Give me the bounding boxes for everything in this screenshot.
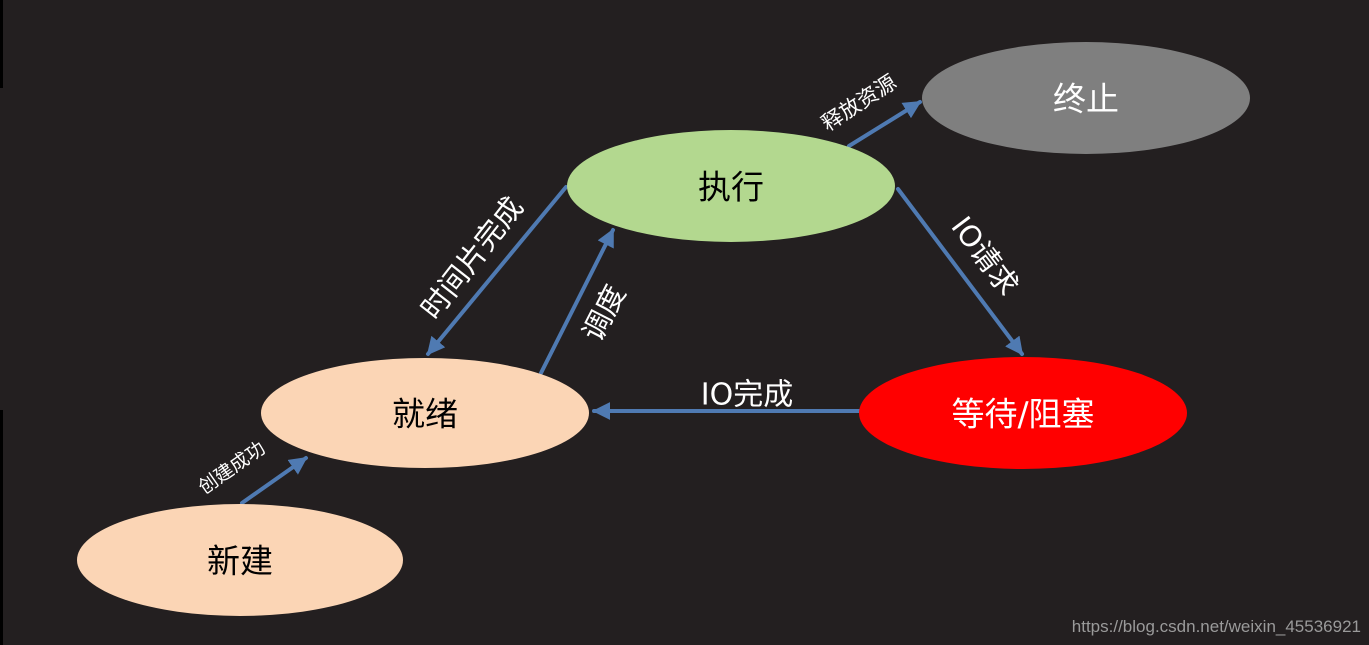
node-new-shape [77,504,403,616]
arrows [240,100,1024,505]
node-blocked-label: 等待/阻塞 [951,395,1094,434]
node-new-label: 新建 [207,542,273,581]
node-terminated-label: 终止 [1053,80,1119,119]
node-ready-label: 就绪 [392,395,458,434]
edge-label-release: 释放资源 [817,70,901,136]
arrow-create-success [240,456,308,505]
node-running: 执行 [567,130,895,242]
node-ready-shape [261,358,589,468]
arrow-release [847,100,922,148]
node-running-shape [567,130,895,242]
node-ready: 就绪 [261,358,589,468]
arrow-dispatch [539,228,615,375]
edge-label-time-slice-done: 时间片完成 [414,190,530,325]
edge-label-io-request: IO请求 [945,210,1026,302]
arrow-io-request [896,187,1024,356]
node-new: 新建 [77,504,403,616]
edge-label-io-done: IO完成 [701,378,793,413]
node-terminated-shape [922,42,1250,154]
node-blocked: 等待/阻塞 [859,357,1187,469]
left-edge-bar-top [0,0,3,88]
left-edge-bar-bottom [0,410,3,645]
node-terminated: 终止 [922,42,1250,154]
watermark: https://blog.csdn.net/weixin_45536921 [1071,617,1361,636]
node-blocked-shape [859,357,1187,469]
node-running-label: 执行 [698,168,764,207]
arrow-time-slice-done [426,185,568,356]
